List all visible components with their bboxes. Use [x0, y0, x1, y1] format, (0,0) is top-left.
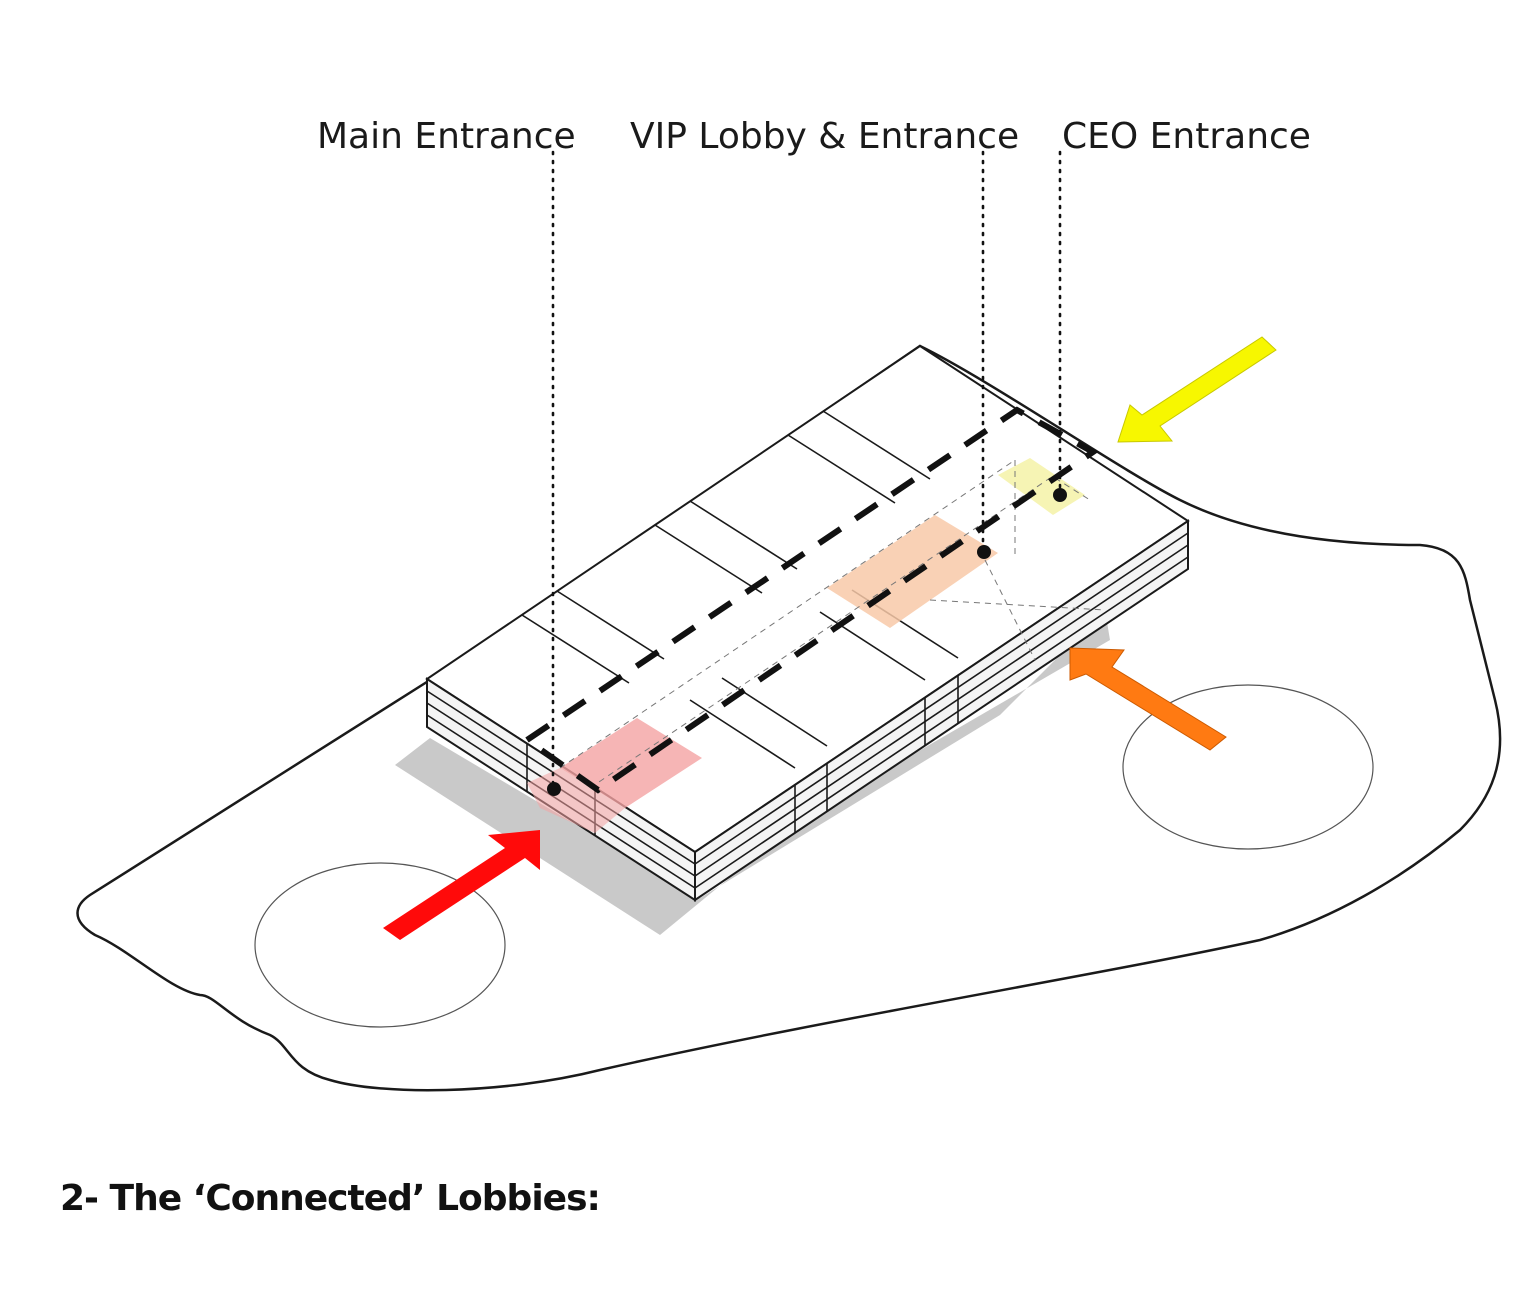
ceo-entrance-arrow [1117, 336, 1277, 443]
vip-entrance-arrow [1069, 647, 1227, 751]
main-entrance-label: Main Entrance [317, 116, 576, 157]
building-shadow [395, 610, 1110, 935]
dropoff-circle-right [1122, 684, 1374, 850]
main-entrance-dot [547, 782, 561, 796]
ceo-entrance-label: CEO Entrance [1062, 116, 1311, 157]
dropoff-circle-left [254, 862, 506, 1028]
vip-entrance-dot [977, 545, 991, 559]
diagram-caption: 2- The ‘Connected’ Lobbies: [60, 1178, 601, 1219]
vip-lobby-label: VIP Lobby & Entrance [630, 116, 1019, 157]
main-entrance-arrow [383, 830, 540, 940]
connected-lobbies-corridor [521, 406, 1099, 794]
ceo-entrance-dot [1053, 488, 1067, 502]
leader-lines [551, 150, 1062, 787]
roof-module-lines [521, 410, 931, 684]
